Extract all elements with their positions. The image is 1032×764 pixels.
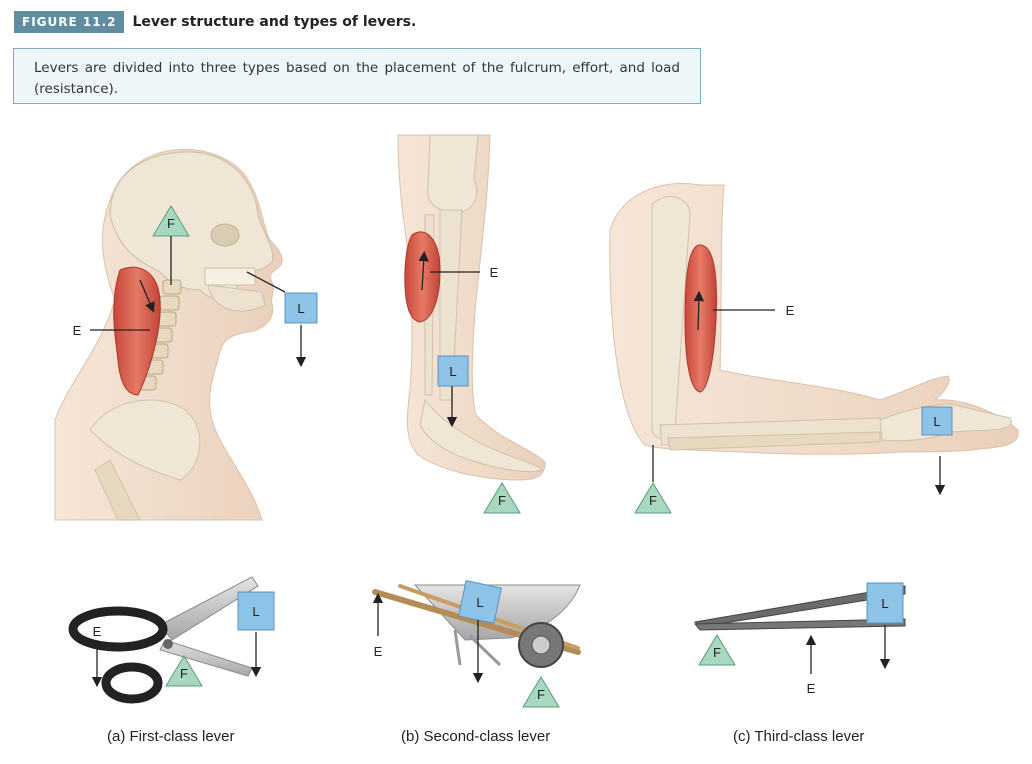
leg-figure	[397, 134, 546, 481]
fulcrum-tweezers	[698, 634, 736, 666]
load-tweezers	[866, 582, 904, 624]
panel-caption-first-class: (a) First-class lever	[107, 728, 235, 745]
panel-caption-third-class: (c) Third-class lever	[733, 728, 865, 745]
caption-box: Levers are divided into three types base…	[13, 48, 701, 104]
fulcrum-scissors	[165, 655, 203, 687]
fulcrum-tweezers-label: F	[713, 645, 721, 660]
fulcrum-wheelbarrow	[522, 676, 560, 708]
fulcrum-arm-label: F	[649, 493, 657, 508]
fulcrum-leg	[483, 482, 521, 514]
effort-leg-arrow	[418, 250, 429, 291]
caption-text: Levers are divided into three types base…	[34, 60, 680, 97]
load-wheelbarrow-label: L	[476, 595, 483, 610]
load-head-label: L	[297, 301, 304, 316]
head-neck-figure	[54, 148, 283, 521]
load-leg-label: L	[449, 364, 456, 379]
arm-figure	[609, 183, 1019, 455]
panel-caption-second-class: (b) Second-class lever	[401, 728, 551, 745]
effort-tweezers-label: E	[807, 681, 816, 696]
fulcrum-arm	[634, 482, 672, 514]
effort-arm-label: E	[786, 303, 795, 318]
figure-badge: FIGURE 11.2	[14, 11, 125, 33]
load-tweezers-label: L	[881, 596, 888, 611]
load-wheelbarrow	[458, 580, 502, 624]
tweezers-figure	[693, 585, 906, 631]
annotation-layer: F L E E L F E L F L E F L E F L F E	[73, 205, 953, 708]
effort-head-arrow	[139, 279, 155, 313]
load-head	[284, 292, 318, 324]
load-arm-label: L	[933, 414, 940, 429]
wheelbarrow-figure	[372, 584, 581, 668]
load-leg	[437, 355, 469, 387]
load-arm	[921, 406, 953, 436]
scissors-figure	[68, 576, 259, 704]
figure-title: Lever structure and types of levers.	[132, 14, 417, 30]
fulcrum-wheelbarrow-label: F	[537, 687, 545, 702]
fulcrum-scissors-label: F	[180, 666, 188, 681]
effort-arm-arrow	[693, 290, 705, 331]
figure-header: FIGURE 11.2 Lever structure and types of…	[14, 11, 416, 33]
effort-head-label: E	[73, 323, 82, 338]
effort-scissors-label: E	[93, 624, 102, 639]
fulcrum-head-label: F	[167, 216, 175, 231]
effort-leg-label: E	[490, 265, 499, 280]
load-scissors	[237, 591, 275, 631]
load-head-leader	[246, 271, 286, 293]
effort-wheelbarrow-label: E	[374, 644, 383, 659]
load-scissors-label: L	[252, 604, 259, 619]
fulcrum-leg-label: F	[498, 493, 506, 508]
